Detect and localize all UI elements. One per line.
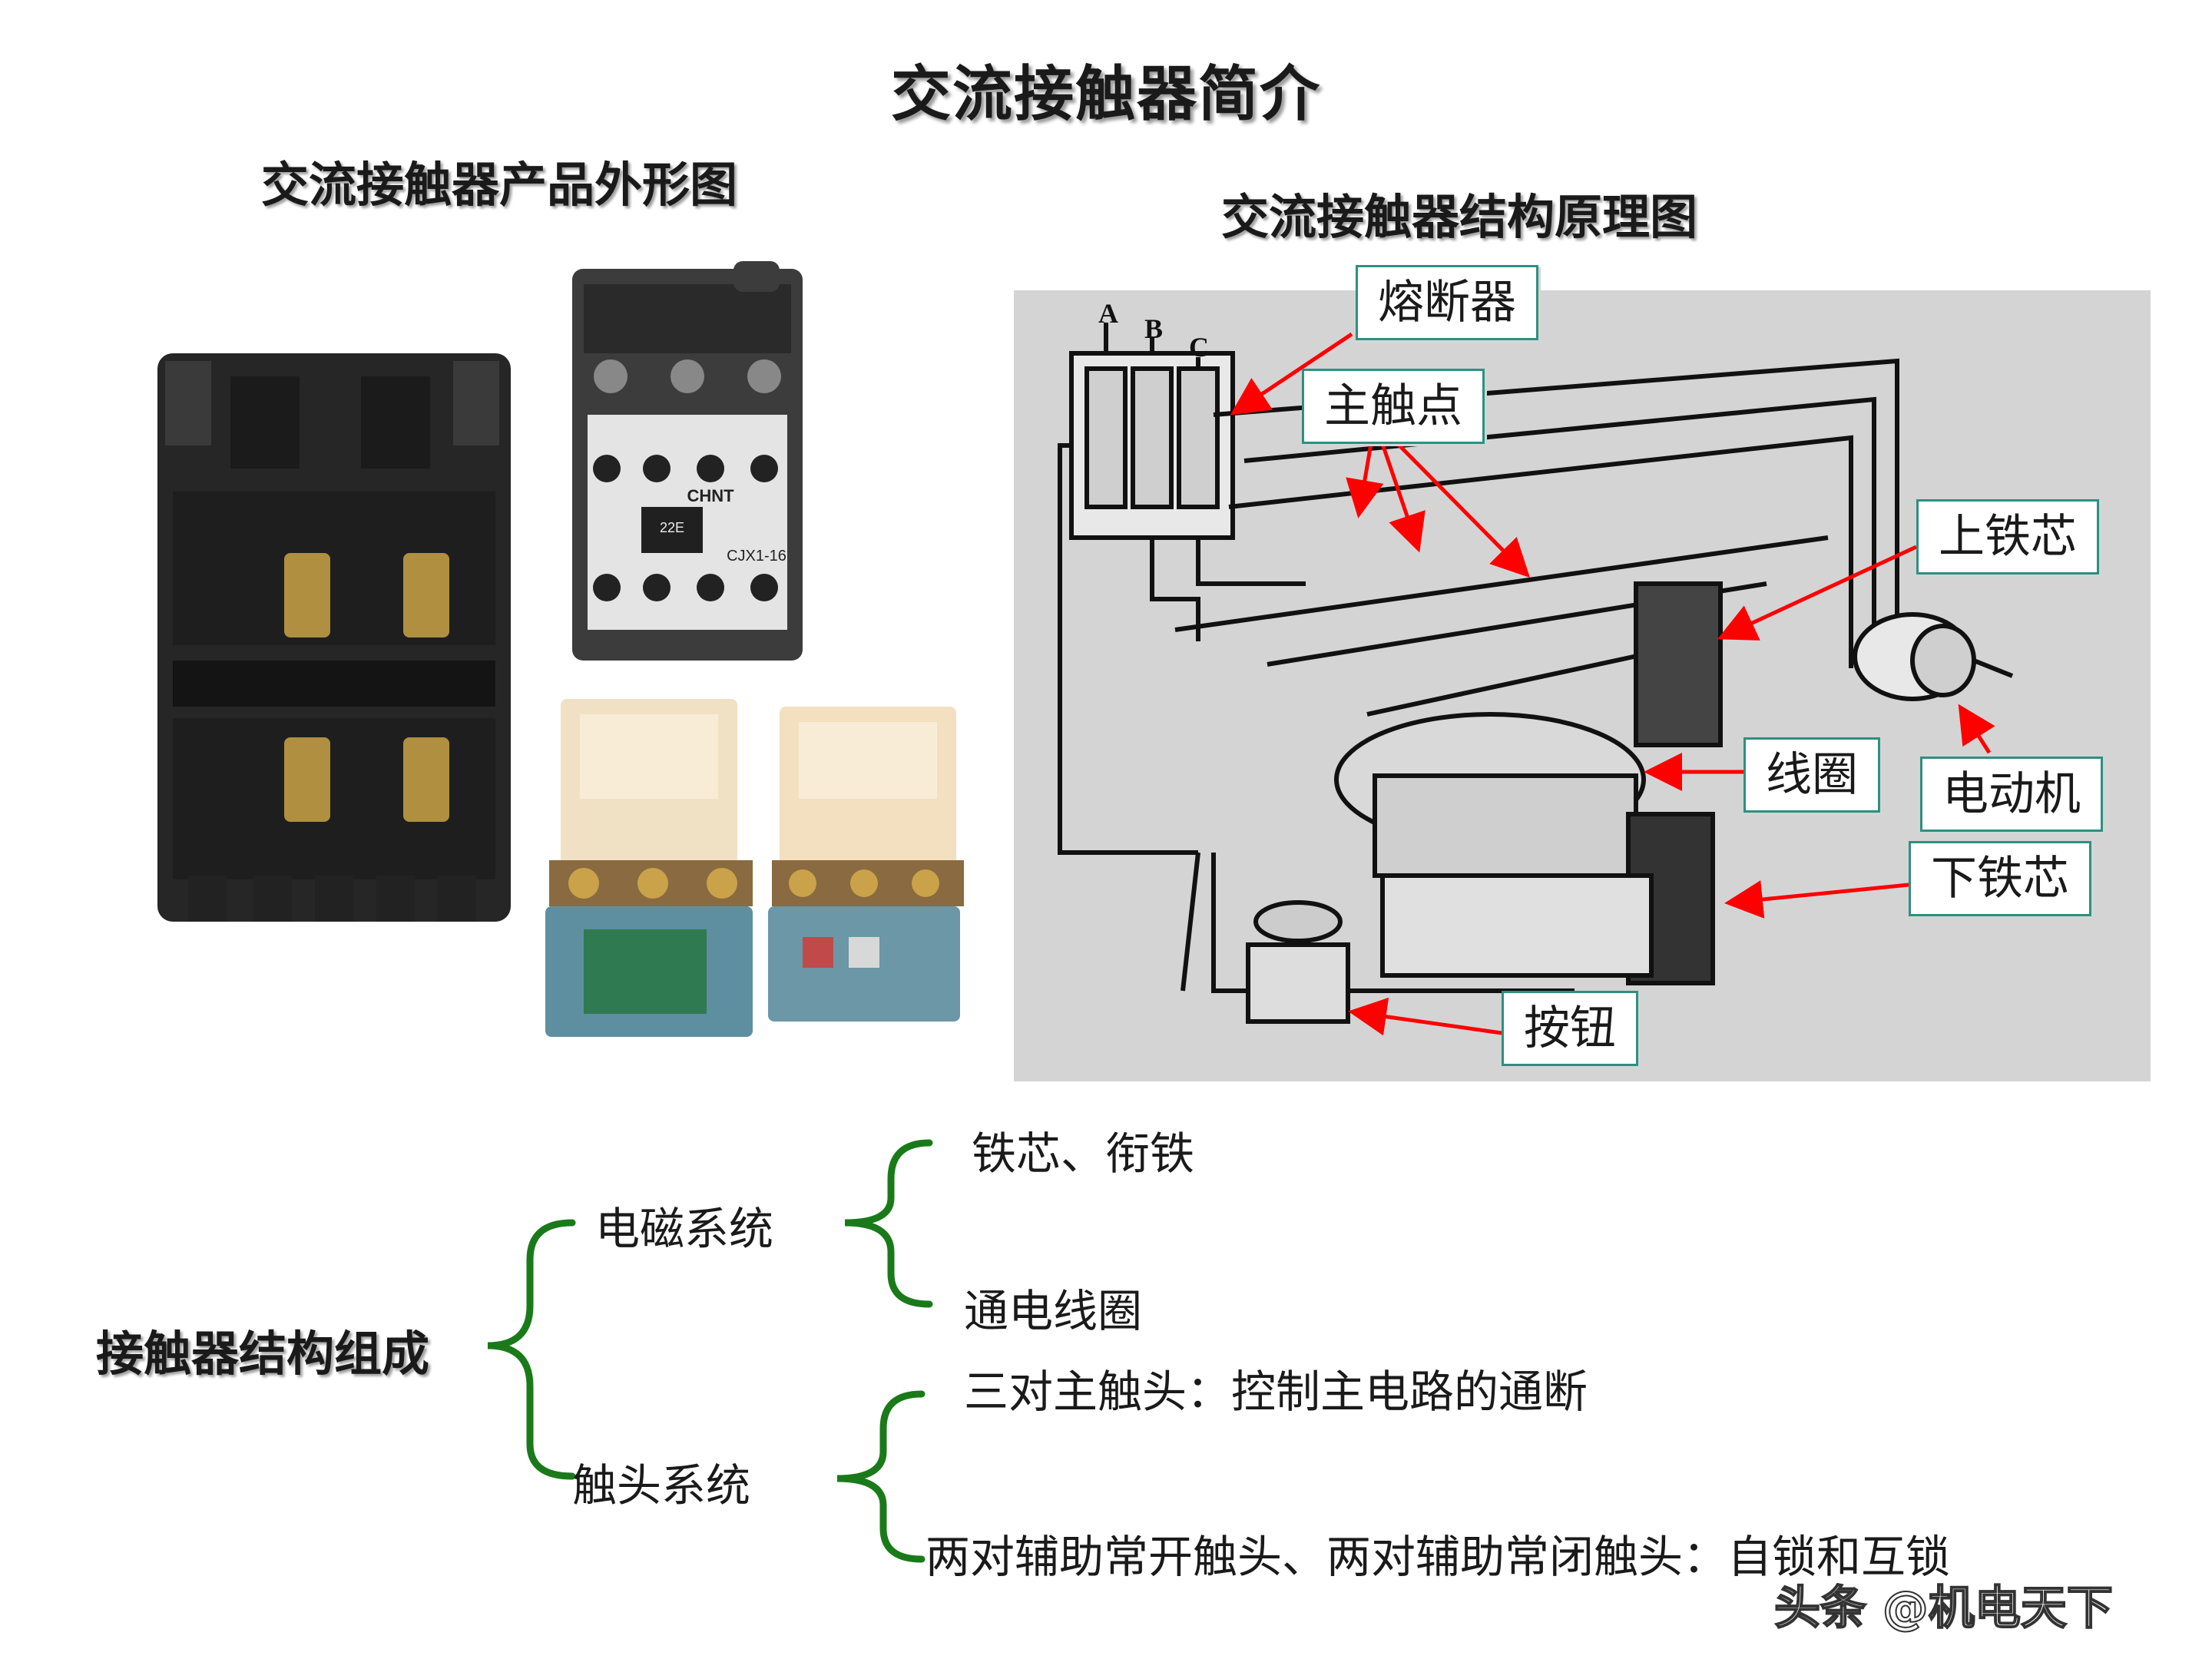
chnt-model: CJX1-16 — [727, 548, 786, 565]
phase-label-c: C — [1189, 332, 1209, 363]
em-brace — [844, 1139, 933, 1308]
tree-branch-contact: 触头系统 — [572, 1459, 751, 1512]
chnt-brand: CHNT — [687, 486, 734, 505]
callout-coil: 线圈 — [1743, 737, 1880, 813]
tree-leaf-core: 铁芯、衔铁 — [972, 1128, 1195, 1180]
main-contact-arrow-3 — [1396, 442, 1531, 578]
callout-motor: 电动机 — [1920, 757, 2103, 832]
callout-lower-core: 下铁芯 — [1909, 841, 2091, 916]
callout-fuse: 熔断器 — [1356, 265, 1538, 340]
lower-core-arrow — [1724, 880, 1909, 919]
watermark: 头条 @机电天下 — [1773, 1581, 2114, 1636]
main-contact-arrow-2 — [1380, 443, 1426, 553]
tree-root: 接触器结构组成 — [96, 1326, 430, 1382]
phase-label-b: B — [1144, 313, 1163, 344]
chnt-contactor-photo — [572, 261, 803, 661]
black-contactor-photo — [157, 353, 511, 922]
fuse-arrow — [1230, 332, 1353, 416]
motor-arrow — [1958, 704, 1995, 754]
callout-main-contacts: 主触点 — [1302, 369, 1485, 444]
tree-leaf-coil: 通电线圈 — [964, 1285, 1143, 1337]
main-contact-arrow-1 — [1346, 443, 1384, 518]
chnt-code: 22E — [660, 520, 684, 535]
root-brace — [487, 1219, 576, 1480]
callout-button: 按钮 — [1502, 991, 1638, 1066]
contact-brace — [836, 1390, 926, 1563]
tree-leaf-aux-contacts: 两对辅助常开触头、两对辅助常闭触头：自锁和互锁 — [926, 1531, 1951, 1583]
button-arrow — [1348, 997, 1502, 1036]
product-photos-subtitle: 交流接触器产品外形图 — [261, 157, 738, 213]
page-title: 交流接触器简介 — [890, 59, 1321, 129]
upper-core-arrow — [1717, 545, 1918, 641]
tree-branch-electromagnetic: 电磁系统 — [595, 1203, 774, 1255]
callout-upper-core: 上铁芯 — [1916, 499, 2099, 575]
tree-leaf-main-contacts: 三对主触头：控制主电路的通断 — [964, 1366, 1588, 1418]
phase-label-a: A — [1098, 298, 1118, 329]
schematic-subtitle: 交流接触器结构原理图 — [1221, 189, 1698, 245]
cream-contactor-photo-left — [545, 699, 753, 1037]
cream-contactor-photo-right — [768, 707, 964, 1022]
